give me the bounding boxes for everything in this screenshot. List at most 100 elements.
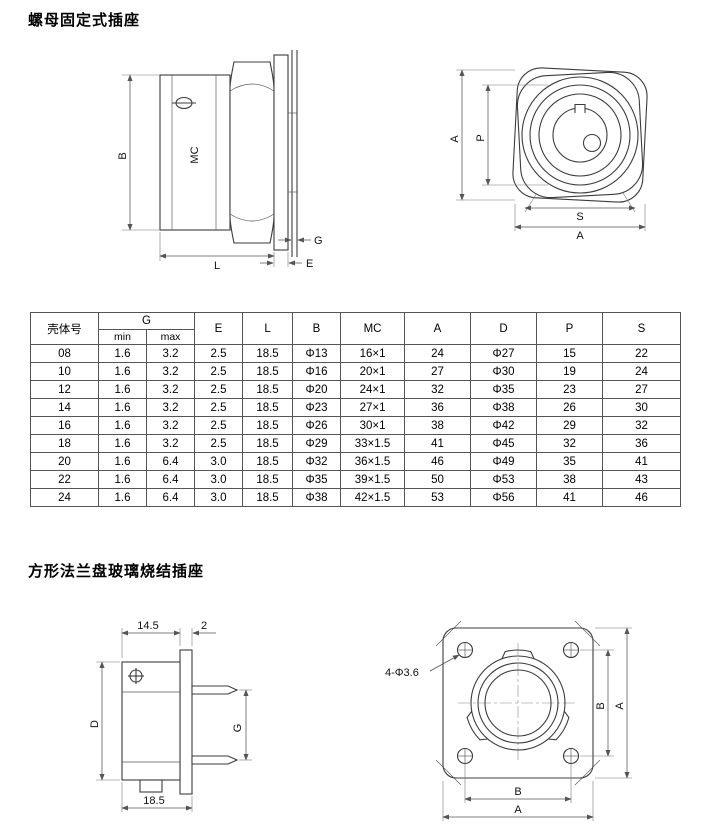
table-cell: 18.5 <box>242 416 294 435</box>
col-header-a: A <box>404 312 472 345</box>
table-cell: Φ38 <box>470 398 538 417</box>
table-cell: 1.6 <box>98 344 147 363</box>
dim-label-a-right: A <box>614 702 626 710</box>
table-cell: 50 <box>404 470 472 489</box>
table-cell: 2.5 <box>194 398 244 417</box>
table-cell: 42×1.5 <box>340 488 406 507</box>
table-cell: 18.5 <box>242 434 294 453</box>
coupling-circles <box>521 76 639 194</box>
dimensions: B L G E <box>117 74 323 272</box>
table-cell: Φ45 <box>470 434 538 453</box>
table-cell: 16×1 <box>340 344 406 363</box>
table-cell: 18.5 <box>242 344 294 363</box>
table-cell: 18.5 <box>242 362 294 381</box>
col-header-e: E <box>194 312 244 345</box>
table-cell: 10 <box>30 362 99 381</box>
table-cell: 33×1.5 <box>340 434 406 453</box>
table-cell: 2.5 <box>194 380 244 399</box>
table-cell: 27×1 <box>340 398 406 417</box>
col-header-l: L <box>242 312 294 345</box>
square-flange <box>435 620 601 786</box>
table-cell: 1.6 <box>98 470 147 489</box>
dim-label-g: G <box>314 235 323 247</box>
table-cell: 3.2 <box>145 362 196 381</box>
table-cell: 18.5 <box>242 470 294 489</box>
table-cell: 22 <box>30 470 99 489</box>
flange-plate <box>179 649 193 795</box>
col-header-g-min: min <box>98 329 147 345</box>
table-cell: 39×1.5 <box>340 470 406 489</box>
table-cell: 3.0 <box>194 470 244 489</box>
table-cell: Φ26 <box>292 416 342 435</box>
connector-body <box>121 661 181 793</box>
table-cell: 24 <box>30 488 99 507</box>
table-cell: 46 <box>602 488 682 507</box>
table-cell: Φ23 <box>292 398 342 417</box>
mounting-holes <box>456 641 580 765</box>
connector-body: MC <box>159 74 231 231</box>
section1-title: 螺母固定式插座 <box>28 12 141 29</box>
table-cell: 2.5 <box>194 416 244 435</box>
table-cell: 1.6 <box>98 398 147 417</box>
table-cell: 38 <box>536 470 604 489</box>
dim-label-p: P <box>475 134 487 141</box>
table-cell: 6.4 <box>145 452 196 471</box>
table-cell: 24 <box>404 344 472 363</box>
table-cell: Φ32 <box>292 452 342 471</box>
table-cell: 36 <box>404 398 472 417</box>
table-cell: 38 <box>404 416 472 435</box>
contact-hole <box>582 133 602 153</box>
table-cell: 6.4 <box>145 488 196 507</box>
table-cell: 2.5 <box>194 362 244 381</box>
table-cell: 18 <box>30 434 99 453</box>
dim-label-14-5: 14.5 <box>137 620 158 632</box>
section2-side-view: 14.5 2 D G 18.5 <box>90 620 252 812</box>
flange-outline <box>512 67 648 203</box>
table-cell: 6.4 <box>145 470 196 489</box>
dim-label-2: 2 <box>201 620 207 632</box>
table-cell: Φ42 <box>470 416 538 435</box>
table-cell: Φ53 <box>470 470 538 489</box>
table-cell: 1.6 <box>98 380 147 399</box>
col-header-g-max: max <box>145 329 196 345</box>
table-cell: 3.2 <box>145 344 196 363</box>
dim-label-b: B <box>117 152 129 159</box>
solder-terminals <box>191 685 239 765</box>
thread-label-mc: MC <box>189 146 201 163</box>
table-cell: 32 <box>536 434 604 453</box>
dim-label-d: D <box>90 720 101 728</box>
table-cell: 1.6 <box>98 488 147 507</box>
section2-front-view: 4-Φ3.6 B A B A <box>385 620 632 821</box>
col-header-b: B <box>292 312 342 345</box>
table-cell: 18.5 <box>242 452 294 471</box>
table-cell: 1.6 <box>98 434 147 453</box>
table-cell: 36×1.5 <box>340 452 406 471</box>
table-cell: 15 <box>536 344 604 363</box>
table-cell: 3.0 <box>194 488 244 507</box>
table-cell: 12 <box>30 380 99 399</box>
dim-label-b-right: B <box>595 702 607 709</box>
table-cell: 46 <box>404 452 472 471</box>
dim-label-b-bottom: B <box>514 786 521 798</box>
dim-label-g: G <box>232 724 244 733</box>
table-cell: 1.6 <box>98 362 147 381</box>
table-cell: 41 <box>404 434 472 453</box>
table-cell: Φ35 <box>292 470 342 489</box>
table-cell: Φ38 <box>292 488 342 507</box>
table-cell: Φ20 <box>292 380 342 399</box>
table-cell: 16 <box>30 416 99 435</box>
table-cell: 29 <box>536 416 604 435</box>
table-cell: 27 <box>404 362 472 381</box>
table-cell: 24×1 <box>340 380 406 399</box>
table-cell: 30 <box>602 398 682 417</box>
col-header-p: P <box>536 312 604 345</box>
table-cell: 18.5 <box>242 398 294 417</box>
